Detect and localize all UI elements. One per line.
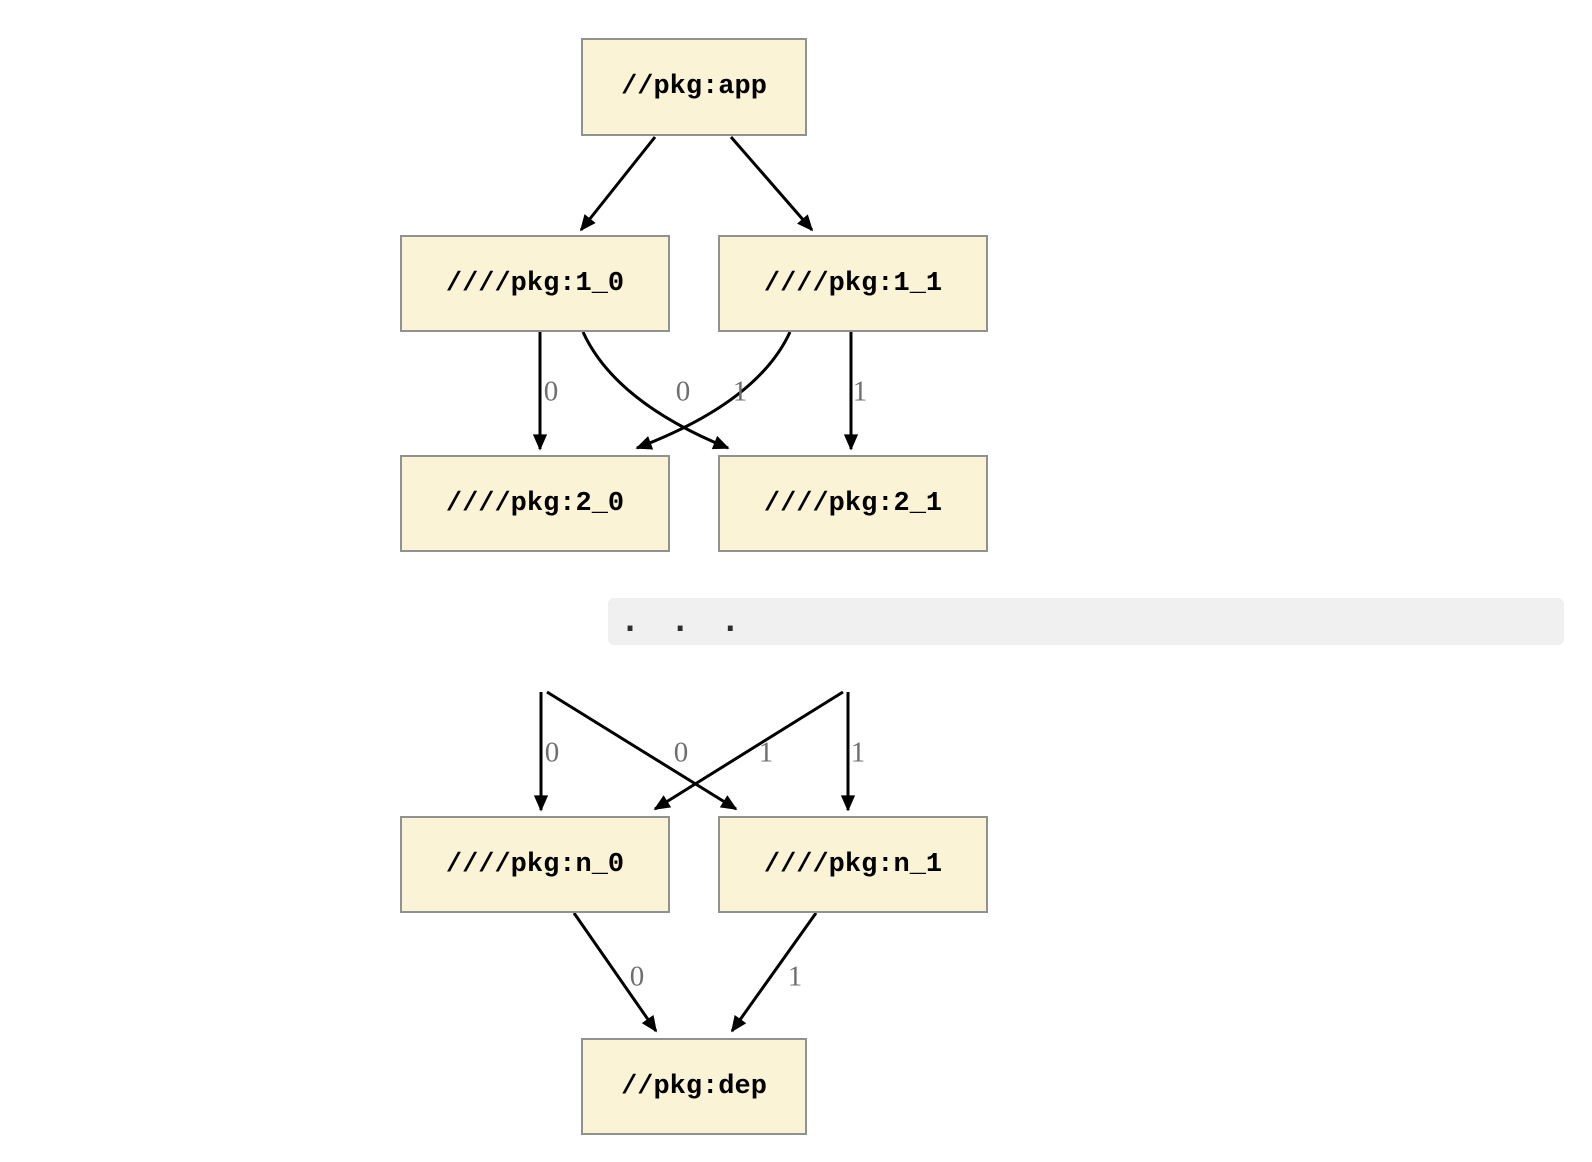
node-pkg-2_1-label: ////pkg:2_1 — [763, 488, 943, 519]
node-pkg-n_0-label: ////pkg:n_0 — [445, 849, 625, 880]
edge-label-ellipsis-cross-n_1: 1 — [758, 736, 774, 769]
edge-n_0-to-dep — [572, 912, 658, 1033]
node-pkg-1_0-label: ////pkg:1_0 — [445, 268, 625, 299]
node-pkg-n_0: ////pkg:n_0 — [400, 816, 670, 913]
ellipsis-band: . . . — [608, 598, 1564, 645]
edge-1_0-to-2_1 — [581, 331, 730, 450]
node-pkg-dep-label: //pkg:dep — [621, 1071, 767, 1102]
node-pkg-1_1: ////pkg:1_1 — [718, 235, 988, 332]
edge-ellipsis-cross-to-n_0 — [653, 690, 844, 811]
edge-label-ellipsis-cross-n_0: 0 — [673, 736, 689, 769]
edge-label-1_1-2_0: 0 — [675, 375, 691, 408]
edge-label-1_0-2_1: 1 — [732, 375, 748, 408]
edge-app-to-1_0 — [579, 136, 657, 232]
node-pkg-2_0: ////pkg:2_0 — [400, 455, 670, 552]
edge-label-n_0-dep: 0 — [629, 960, 645, 993]
edge-label-1_1-2_1: 1 — [852, 375, 868, 408]
edge-1_1-to-2_0 — [635, 331, 792, 450]
edge-label-ellipsis-n_0: 0 — [544, 736, 560, 769]
node-pkg-n_1: ////pkg:n_1 — [718, 816, 988, 913]
edge-app-to-1_1 — [729, 136, 814, 232]
node-pkg-app: //pkg:app — [581, 38, 807, 136]
edge-ellipsis-cross-to-n_1 — [546, 690, 738, 811]
edge-label-n_1-dep: 1 — [787, 960, 803, 993]
node-pkg-dep: //pkg:dep — [581, 1038, 807, 1135]
node-pkg-n_1-label: ////pkg:n_1 — [763, 849, 943, 880]
ellipsis-text: . . . — [621, 604, 747, 639]
edge-label-1_0-2_0: 0 — [543, 375, 559, 408]
node-pkg-1_0: ////pkg:1_0 — [400, 235, 670, 332]
node-pkg-2_1: ////pkg:2_1 — [718, 455, 988, 552]
node-pkg-1_1-label: ////pkg:1_1 — [763, 268, 943, 299]
edge-label-ellipsis-n_1: 1 — [850, 736, 866, 769]
node-pkg-2_0-label: ////pkg:2_0 — [445, 488, 625, 519]
edge-n_1-to-dep — [730, 912, 818, 1033]
node-pkg-app-label: //pkg:app — [621, 72, 767, 102]
